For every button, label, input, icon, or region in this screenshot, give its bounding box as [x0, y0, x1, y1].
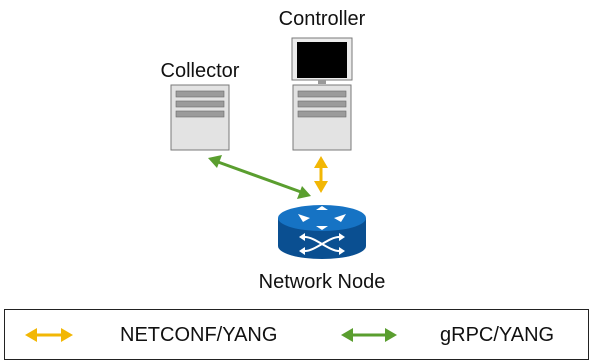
server-icon	[170, 84, 230, 151]
controller-label: Controller	[279, 8, 366, 30]
collector-label: Collector	[161, 60, 240, 82]
grpc-connection-arrow	[208, 155, 311, 199]
legend-netconf-label: NETCONF/YANG	[120, 324, 277, 346]
legend-netconf-arrow-icon	[25, 328, 73, 342]
netconf-connection-arrow	[314, 156, 328, 193]
controller-device: Controller	[279, 8, 366, 151]
router-icon	[278, 205, 366, 259]
monitor-icon	[291, 37, 353, 84]
legend-grpc-arrow-icon	[341, 328, 397, 342]
legend-grpc-label: gRPC/YANG	[440, 324, 554, 346]
server-icon	[292, 84, 352, 151]
collector-device: Collector	[161, 60, 240, 151]
network-node-label: Network Node	[259, 271, 386, 293]
legend: NETCONF/YANG gRPC/YANG	[4, 309, 589, 360]
